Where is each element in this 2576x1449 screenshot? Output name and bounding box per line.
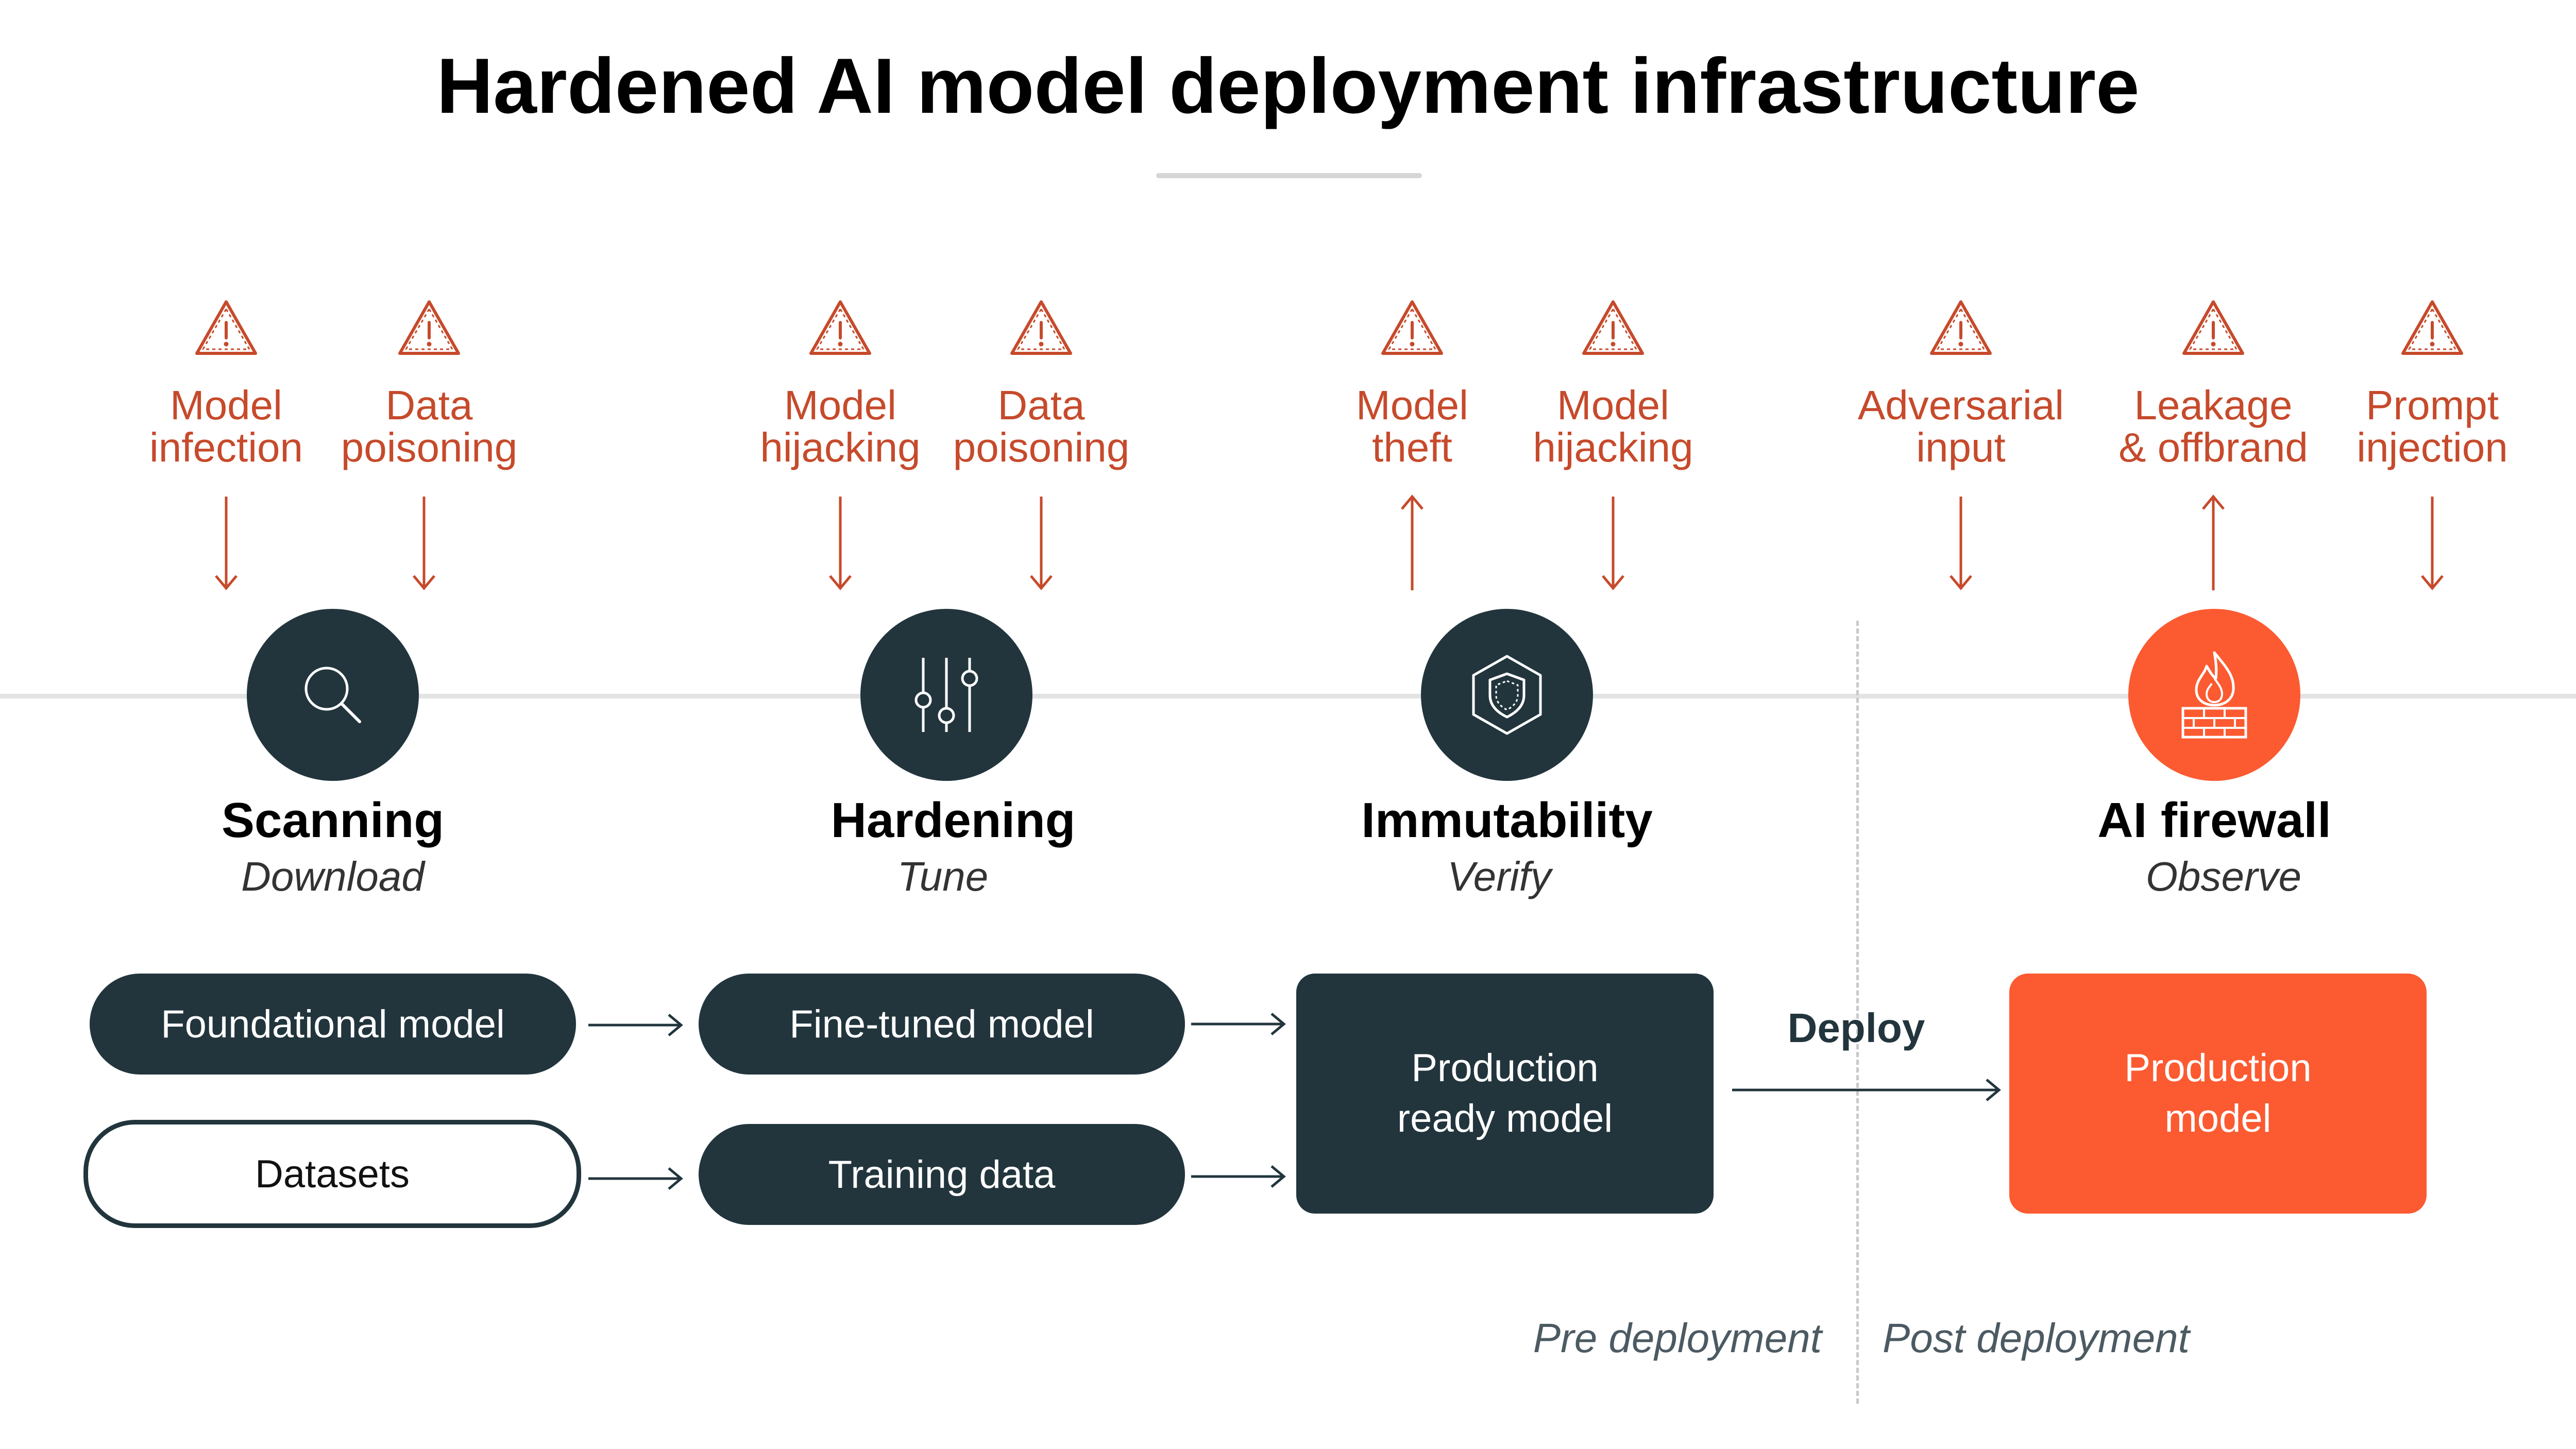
arrow-up-icon [2202, 495, 2225, 590]
warning-triangle-icon [195, 300, 257, 355]
warning-triangle-icon [1381, 300, 1443, 355]
ai-firewall-node [2128, 609, 2300, 781]
flame-firewall-icon [2181, 651, 2247, 739]
arrow-down-icon [413, 497, 435, 590]
arrow-down-icon [2421, 497, 2444, 590]
arrow-down-icon [1950, 497, 1972, 590]
deploy-label: Deploy [1787, 1005, 1925, 1051]
arrow-right-icon [588, 1014, 683, 1036]
step-sub-download: Download [241, 854, 425, 899]
step-name-scanning: Scanning [221, 793, 445, 848]
deployment-phase-separator [1856, 621, 1859, 1404]
datasets-pill: Datasets [83, 1120, 581, 1228]
step-name-immutability: Immutability [1361, 793, 1653, 848]
step-sub-tune: Tune [897, 854, 989, 899]
threat-leakage-offbrand: Leakage& offbrand [2119, 382, 2308, 470]
warning-triangle-icon [2182, 300, 2244, 355]
arrow-down-icon [1030, 497, 1053, 590]
sliders-icon [914, 658, 978, 732]
magnifier-icon [304, 667, 361, 723]
step-sub-observe: Observe [2145, 854, 2302, 899]
warning-triangle-icon [2401, 300, 2463, 355]
page-title: Hardened AI model deployment infrastruct… [436, 42, 2140, 130]
step-sub-verify: Verify [1447, 854, 1551, 899]
warning-triangle-icon [1010, 300, 1072, 355]
hardening-node [860, 609, 1032, 781]
step-name-hardening: Hardening [831, 793, 1076, 848]
step-name-ai-firewall: AI firewall [2097, 793, 2331, 848]
shield-hexagon-icon [1472, 655, 1542, 735]
arrow-down-icon [215, 497, 238, 590]
warning-triangle-icon [809, 300, 871, 355]
deploy-arrow-icon [1732, 1079, 2001, 1101]
title-divider [1156, 173, 1422, 178]
arrow-right-icon [588, 1167, 683, 1190]
foundational-model-pill: Foundational model [90, 974, 576, 1075]
arrow-up-icon [1401, 495, 1423, 590]
fine-tuned-model-pill: Fine-tuned model [699, 974, 1185, 1075]
warning-triangle-icon [1930, 300, 1992, 355]
arrow-down-icon [829, 497, 852, 590]
arrow-down-icon [1602, 497, 1624, 590]
training-data-pill: Training data [699, 1124, 1185, 1225]
warning-triangle-icon [398, 300, 460, 355]
warning-triangle-icon [1582, 300, 1644, 355]
timeline-line [0, 694, 2576, 698]
immutability-node [1421, 609, 1593, 781]
post-deployment-label: Post deployment [1883, 1315, 2190, 1361]
arrow-right-icon [1191, 1165, 1286, 1188]
scanning-node [247, 609, 419, 781]
pre-deployment-label: Pre deployment [1533, 1315, 1822, 1361]
arrow-right-icon [1191, 1013, 1286, 1035]
